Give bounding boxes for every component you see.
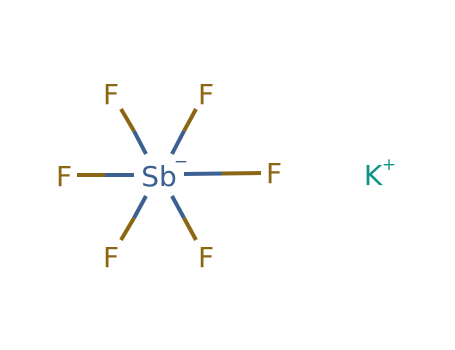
- bond-sb-f-right: [183, 171, 262, 176]
- atom-fluorine-bottom-right: F: [198, 241, 214, 274]
- atom-fluorine-bottom-left: F: [103, 241, 119, 274]
- atom-fluorine-top-right: F: [198, 78, 214, 111]
- atom-fluorine-right: F: [266, 157, 282, 190]
- atom-potassium-charge: +: [382, 155, 396, 175]
- bond-sb-f-bottom-left: [119, 195, 148, 242]
- atom-fluorine-top-left: F: [103, 78, 119, 111]
- atom-antimony-charge: −: [174, 152, 188, 172]
- atom-antimony: Sb: [141, 160, 177, 193]
- bond-sb-f-bottom-right: [170, 195, 198, 241]
- atom-potassium: K: [364, 159, 383, 192]
- atom-fluorine-left: F: [56, 160, 72, 193]
- bond-sb-f-top-right: [170, 108, 198, 155]
- bond-sb-f-top-left: [119, 107, 148, 155]
